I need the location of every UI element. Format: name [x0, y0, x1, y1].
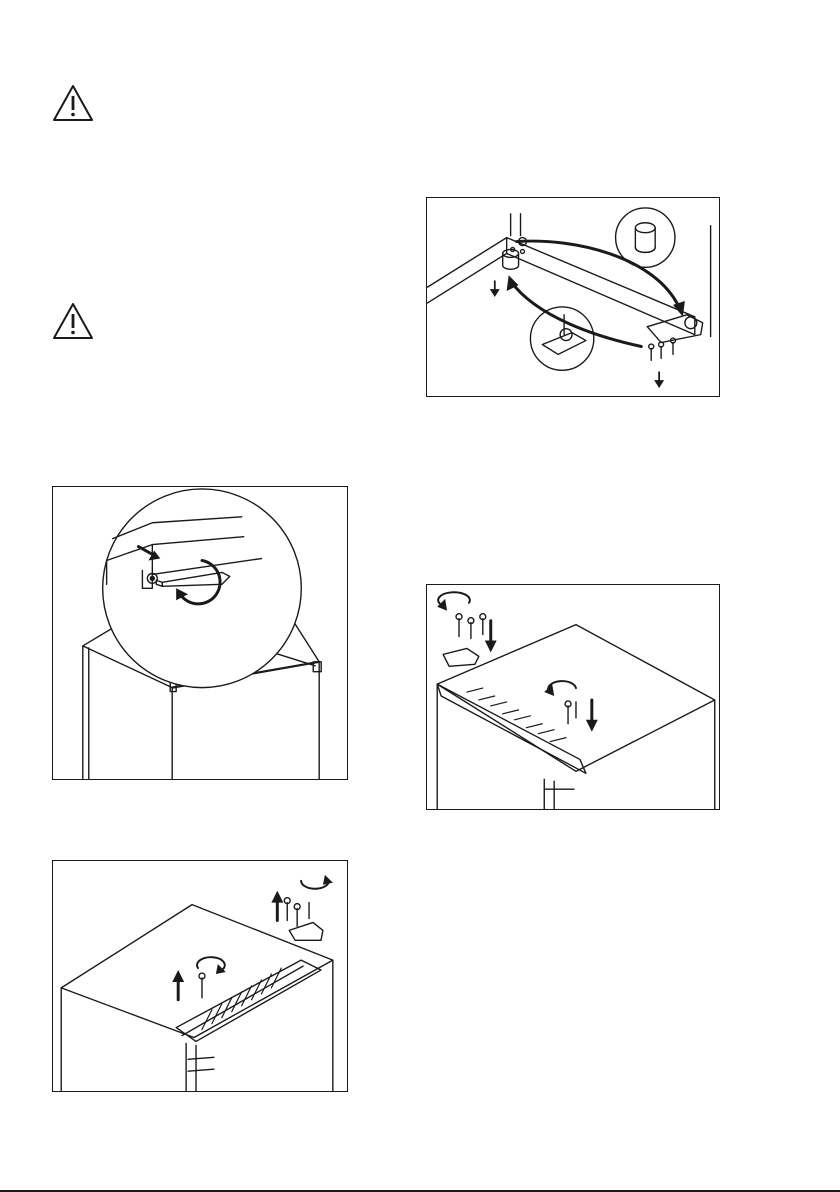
swap-hinge-foot-icon	[427, 198, 719, 396]
figure-install-top-hinge	[426, 584, 720, 810]
screwdriver-turn-icon	[53, 487, 347, 779]
warning-triangle-icon	[52, 302, 94, 340]
figure-move-lower-hinge-and-foot	[426, 197, 720, 397]
figure-remove-hinge-cover-screws	[52, 486, 348, 780]
warning-triangle-icon	[52, 84, 94, 122]
screw-arrow-down-icon	[427, 585, 719, 809]
figure-remove-top-hinge	[52, 860, 348, 1092]
unscrew-arrow-up-icon	[53, 861, 347, 1091]
